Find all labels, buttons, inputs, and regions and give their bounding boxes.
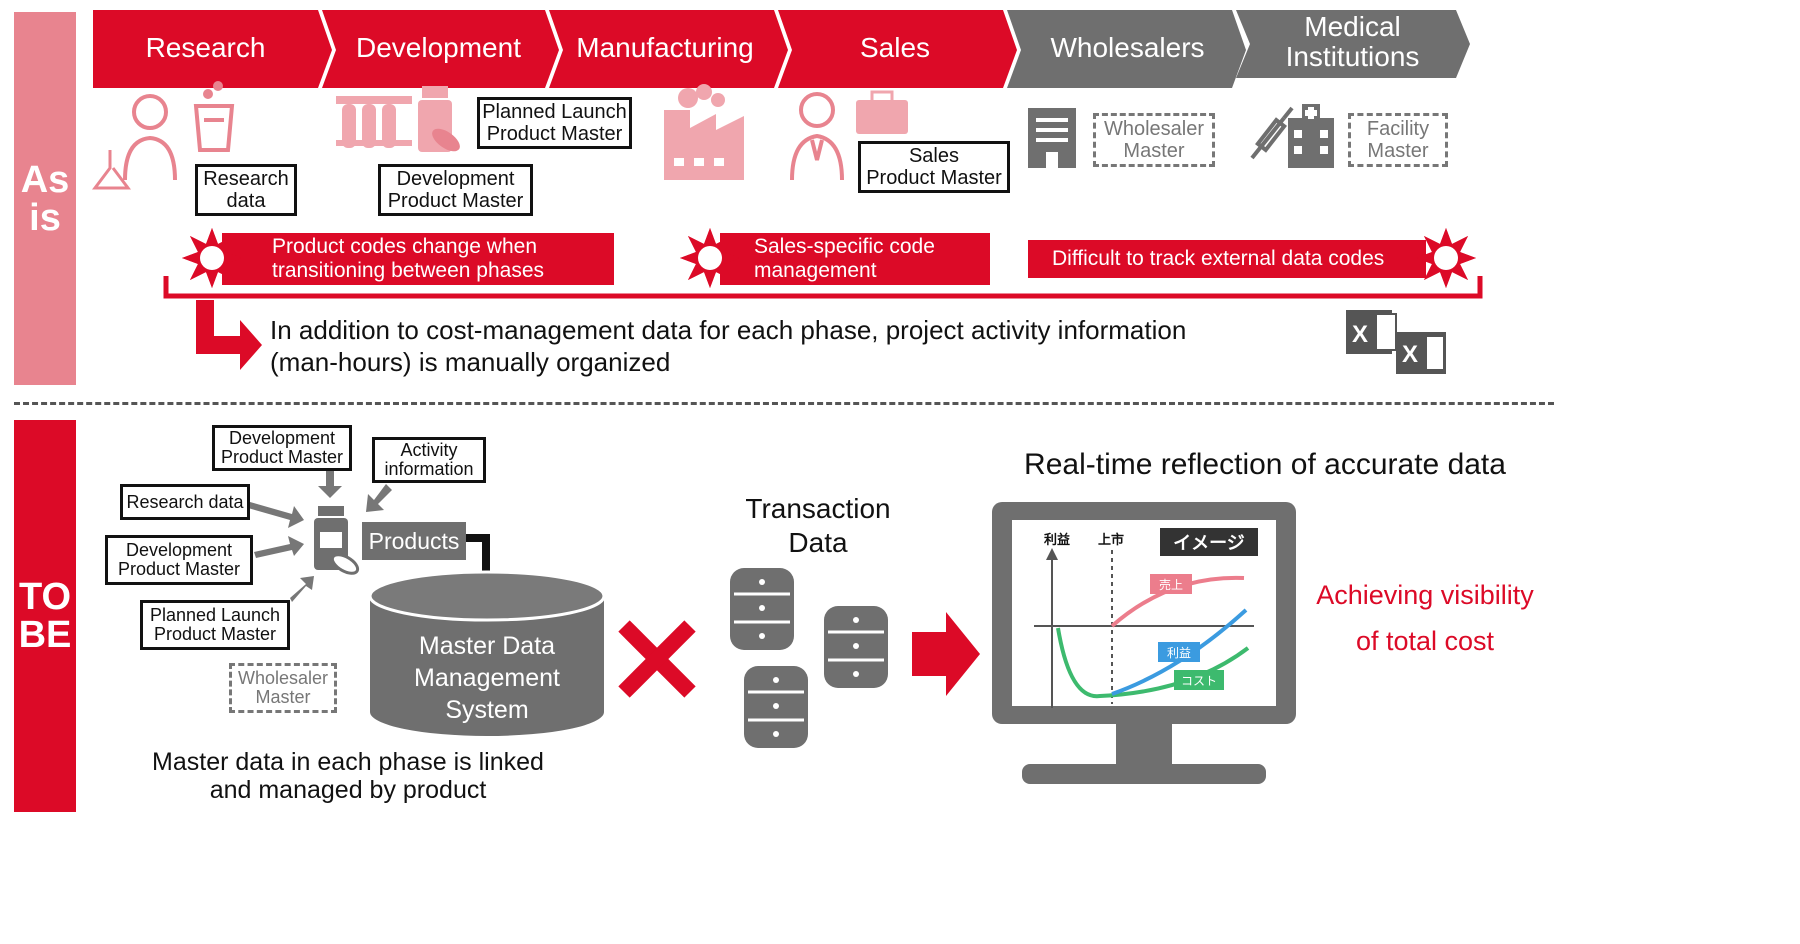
linked-caption: Master data in each phase is linked and …: [152, 748, 544, 804]
tobe-wholesaler-master: Wholesaler Master: [229, 663, 337, 713]
manual-organization-note: In addition to cost-management data for …: [270, 315, 1187, 377]
chart-image-tag: イメージ: [1173, 533, 1245, 553]
visibility-text: Achieving visibility of total cost: [1316, 580, 1534, 656]
to-be-label: TO BE: [14, 420, 76, 812]
planned-launch-master-box: Planned Launch Product Master: [477, 97, 632, 149]
chart-series-cost: コスト: [1180, 673, 1217, 688]
wholesaler-master-box: Wholesaler Master: [1093, 113, 1215, 167]
medicine-bottle-icon: [418, 86, 460, 152]
factory-icon: [664, 84, 744, 180]
issue-banner-external-codes: Difficult to track external data codes: [1028, 240, 1426, 278]
tobe-development-master-top: Development Product Master: [212, 425, 352, 471]
issue-banner-sales-codes: Sales-specific code management: [720, 233, 990, 285]
chart-series-sales: 売上: [1158, 577, 1183, 592]
products-label: Products: [362, 522, 466, 560]
issue-banner-product-codes: Product codes change when transitioning …: [222, 233, 614, 285]
medicine-bottle-icon: [314, 506, 360, 575]
transaction-data-label: Transaction Data: [745, 493, 891, 558]
mdm-cylinder: [368, 570, 606, 736]
input-arrows: [248, 470, 392, 602]
chart-y-label: 利益: [1044, 532, 1071, 547]
tobe-development-master: Development Product Master: [105, 535, 253, 585]
multiply-icon: [618, 620, 696, 698]
svg-text:X: X: [1402, 341, 1418, 368]
hospital-icon: [1288, 104, 1334, 168]
phase-research: Research: [145, 32, 266, 63]
result-arrow: [912, 612, 980, 696]
tobe-planned-launch-master: Planned Launch Product Master: [140, 600, 290, 650]
test-tubes-icon: [336, 96, 412, 148]
salesperson-icon: [790, 92, 844, 181]
database-icon: [730, 568, 888, 748]
phase-medical-institutions: Medical Institutions: [1285, 11, 1420, 72]
issue-bracket: [163, 276, 1483, 299]
briefcase-icon: [856, 90, 908, 134]
phase-sales: Sales: [859, 32, 931, 63]
as-is-label: As is: [14, 12, 76, 385]
building-icon: [1028, 108, 1076, 168]
excel-file-icon: X X: [1346, 310, 1446, 374]
realtime-title: Real-time reflection of accurate data: [1024, 448, 1506, 481]
phase-wholesalers: Wholesalers: [1050, 32, 1205, 63]
chart-series-profit: 利益: [1166, 645, 1191, 660]
tobe-activity-info: Activity information: [372, 437, 486, 483]
research-data-box: Research data: [195, 164, 297, 216]
tobe-research-data: Research data: [120, 484, 250, 520]
researcher-icon: [92, 94, 177, 190]
phase-manufacturing: Manufacturing: [576, 32, 754, 63]
phase-development: Development: [356, 32, 521, 63]
facility-master-box: Facility Master: [1348, 113, 1448, 167]
svg-text:X: X: [1352, 321, 1368, 348]
syringe-icon: [1250, 106, 1294, 160]
manual-arrow: [196, 300, 262, 370]
section-divider: [14, 402, 1554, 405]
development-master-box: Development Product Master: [378, 164, 533, 216]
chart-graphic: [1034, 528, 1258, 708]
mdm-label: Master Data Management System: [414, 632, 560, 724]
beaker-icon: [193, 81, 235, 152]
chart-launch-label: 上市: [1098, 532, 1125, 547]
sales-master-box: Sales Product Master: [858, 141, 1010, 193]
